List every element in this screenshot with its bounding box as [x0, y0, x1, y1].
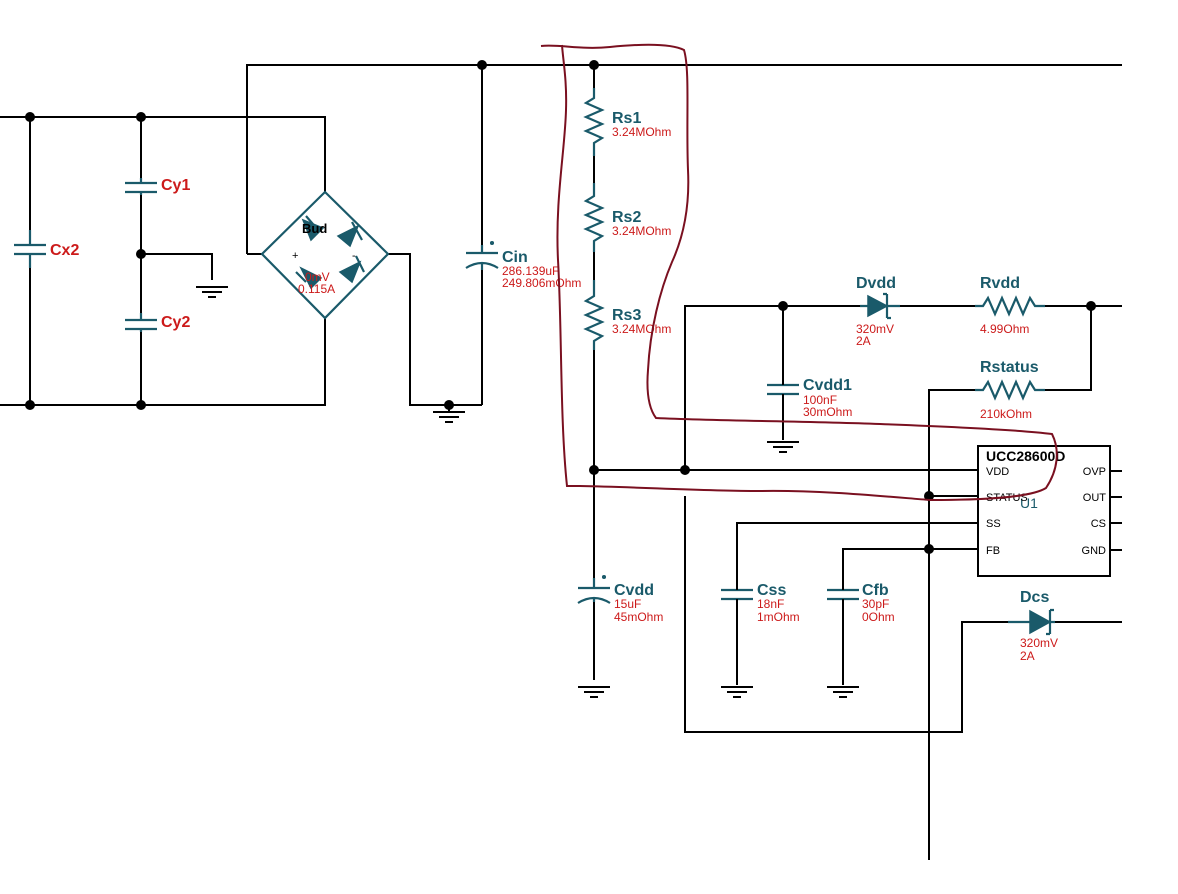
- dvdd-value1: 320mV: [856, 322, 894, 336]
- junction-dot: [778, 301, 788, 311]
- junction-dot: [25, 112, 35, 122]
- junction-dot: [680, 465, 690, 475]
- dvdd-value2: 2A: [856, 334, 871, 348]
- rvdd-name: Rvdd: [980, 275, 1020, 292]
- rs3-value: 3.24MOhm: [612, 322, 671, 336]
- pin-fb: FB: [986, 545, 1000, 557]
- cfb-name: Cfb: [862, 582, 889, 599]
- ic-part-name: UCC28600D: [986, 448, 1065, 464]
- cvdd-value1: 15uF: [614, 597, 641, 611]
- diode-dvdd[interactable]: Dvdd 320mV 2A: [856, 275, 900, 348]
- resistor-rs2[interactable]: Rs2 3.24MOhm: [583, 183, 671, 252]
- wires: [0, 64, 1122, 860]
- junction-dot: [136, 400, 146, 410]
- pin-ss: SS: [986, 518, 1001, 530]
- cvdd1-value2: 30mOhm: [803, 405, 852, 419]
- capacitor-cy1[interactable]: Cy1: [125, 177, 190, 195]
- pin-vdd: VDD: [986, 466, 1009, 478]
- junction-dot: [136, 249, 146, 259]
- ground-icon: [196, 286, 228, 298]
- resistor-rvdd[interactable]: Rvdd 4.99Ohm: [975, 275, 1045, 336]
- css-value2: 1mOhm: [757, 610, 800, 624]
- ground-icon: [827, 686, 859, 698]
- ground-icon: [721, 686, 753, 698]
- rstatus-value: 210kOhm: [980, 407, 1032, 421]
- cfb-value1: 30pF: [862, 597, 889, 611]
- junction-dot: [924, 491, 934, 501]
- rvdd-value: 4.99Ohm: [980, 322, 1029, 336]
- junction-dot: [136, 112, 146, 122]
- css-name: Css: [757, 582, 786, 599]
- cin-value1: 286.139uF: [502, 264, 559, 278]
- capacitor-cin[interactable]: Cin 286.139uF 249.806mOhm: [465, 240, 581, 290]
- bridge-rectifier[interactable]: + - Bud 0mV 0.115A: [260, 190, 390, 320]
- capacitor-cy2[interactable]: Cy2: [125, 313, 190, 332]
- capacitor-css[interactable]: Css 18nF 1mOhm: [721, 582, 800, 624]
- ic-u1[interactable]: UCC28600D U1 VDD STATUS SS FB OVP OUT CS…: [977, 445, 1111, 577]
- rstatus-name: Rstatus: [980, 359, 1039, 376]
- capacitor-cvdd[interactable]: Cvdd 15uF 45mOhm: [577, 574, 663, 624]
- junction-dot: [1086, 301, 1096, 311]
- cvdd1-name: Cvdd1: [803, 377, 852, 394]
- junction-dot: [589, 60, 599, 70]
- cin-name: Cin: [502, 249, 528, 266]
- bridge-minus: -: [352, 250, 356, 262]
- capacitor-cx2[interactable]: Cx2: [14, 230, 79, 268]
- ground-icon: [578, 686, 610, 698]
- capacitor-cvdd1[interactable]: Cvdd1 100nF 30mOhm: [767, 377, 852, 419]
- cvdd1-value1: 100nF: [803, 393, 837, 407]
- junction-dot: [924, 544, 934, 554]
- pin-out: OUT: [1083, 492, 1107, 504]
- resistor-rstatus[interactable]: Rstatus 210kOhm: [975, 359, 1045, 421]
- junction-dot: [25, 400, 35, 410]
- freehand-annotation: [540, 43, 1058, 502]
- bridge-value1: 0mV: [305, 270, 330, 284]
- cvdd-name: Cvdd: [614, 582, 654, 599]
- pin-cs: CS: [1091, 518, 1106, 530]
- bridge-name: Bud: [302, 221, 327, 236]
- dvdd-name: Dvdd: [856, 275, 896, 292]
- rs2-name: Rs2: [612, 209, 641, 226]
- rs1-value: 3.24MOhm: [612, 125, 671, 139]
- rs3-name: Rs3: [612, 307, 641, 324]
- bridge-value2: 0.115A: [298, 282, 335, 296]
- cfb-value2: 0Ohm: [862, 610, 895, 624]
- ground-icon: [767, 441, 799, 453]
- cy1-name: Cy1: [161, 177, 190, 194]
- ground-icon: [433, 411, 465, 423]
- resistor-rs3[interactable]: Rs3 3.24MOhm: [583, 280, 671, 350]
- bridge-plus: +: [292, 250, 298, 262]
- junction-dot: [589, 465, 599, 475]
- cvdd-value2: 45mOhm: [614, 610, 663, 624]
- rs1-name: Rs1: [612, 110, 641, 127]
- dcs-value1: 320mV: [1020, 636, 1058, 650]
- dcs-name: Dcs: [1020, 589, 1049, 606]
- diode-dcs[interactable]: Dcs 320mV 2A: [1008, 589, 1058, 663]
- cin-value2: 249.806mOhm: [502, 276, 581, 290]
- css-value1: 18nF: [757, 597, 784, 611]
- junction-dot: [444, 400, 454, 410]
- dcs-value2: 2A: [1020, 649, 1035, 663]
- rs2-value: 3.24MOhm: [612, 224, 671, 238]
- pin-gnd: GND: [1082, 545, 1107, 557]
- capacitor-cfb[interactable]: Cfb 30pF 0Ohm: [827, 582, 895, 624]
- ground-symbols: [196, 286, 859, 698]
- junction-dots: [25, 60, 1096, 554]
- ic-designator: U1: [1020, 495, 1038, 511]
- pin-ovp: OVP: [1083, 466, 1106, 478]
- cx2-name: Cx2: [50, 242, 79, 259]
- resistor-rs1[interactable]: Rs1 3.24MOhm: [583, 88, 671, 156]
- junction-dot: [477, 60, 487, 70]
- cy2-name: Cy2: [161, 314, 190, 331]
